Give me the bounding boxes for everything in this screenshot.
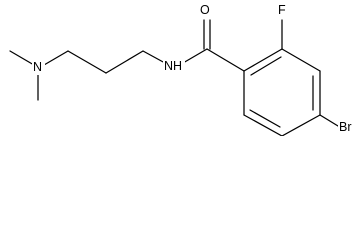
bond-n-c1 [43, 50, 69, 66]
chemical-structure: N NH O F Br [9, 3, 360, 136]
ring-bond-4 [281, 114, 321, 136]
ring-bond-1 [243, 48, 283, 72]
ring-bond-2 [281, 48, 321, 72]
atom-label-n-dimethylamino: N [33, 60, 42, 74]
atom-labels: N NH O F Br [32, 3, 360, 135]
atom-label-f: F [278, 3, 286, 17]
atom-label-n-amide: NH [164, 59, 182, 73]
ring-inner-3 [249, 109, 281, 128]
bond-lines [9, 19, 339, 136]
atom-label-br: Br [339, 120, 352, 134]
bond-methyl-upper [9, 50, 35, 66]
bond-carbonyl-ring [206, 48, 245, 72]
ring-inner-1 [250, 56, 282, 76]
bond-ring-br [319, 114, 339, 127]
bond-nh-carbonyl [182, 48, 208, 64]
atom-label-o-carbonyl: O [200, 3, 210, 17]
bond-c3-nh [142, 50, 166, 64]
ring-bond-5 [243, 114, 283, 136]
bond-c2-c3 [105, 50, 144, 74]
bond-c1-c2 [67, 50, 107, 74]
